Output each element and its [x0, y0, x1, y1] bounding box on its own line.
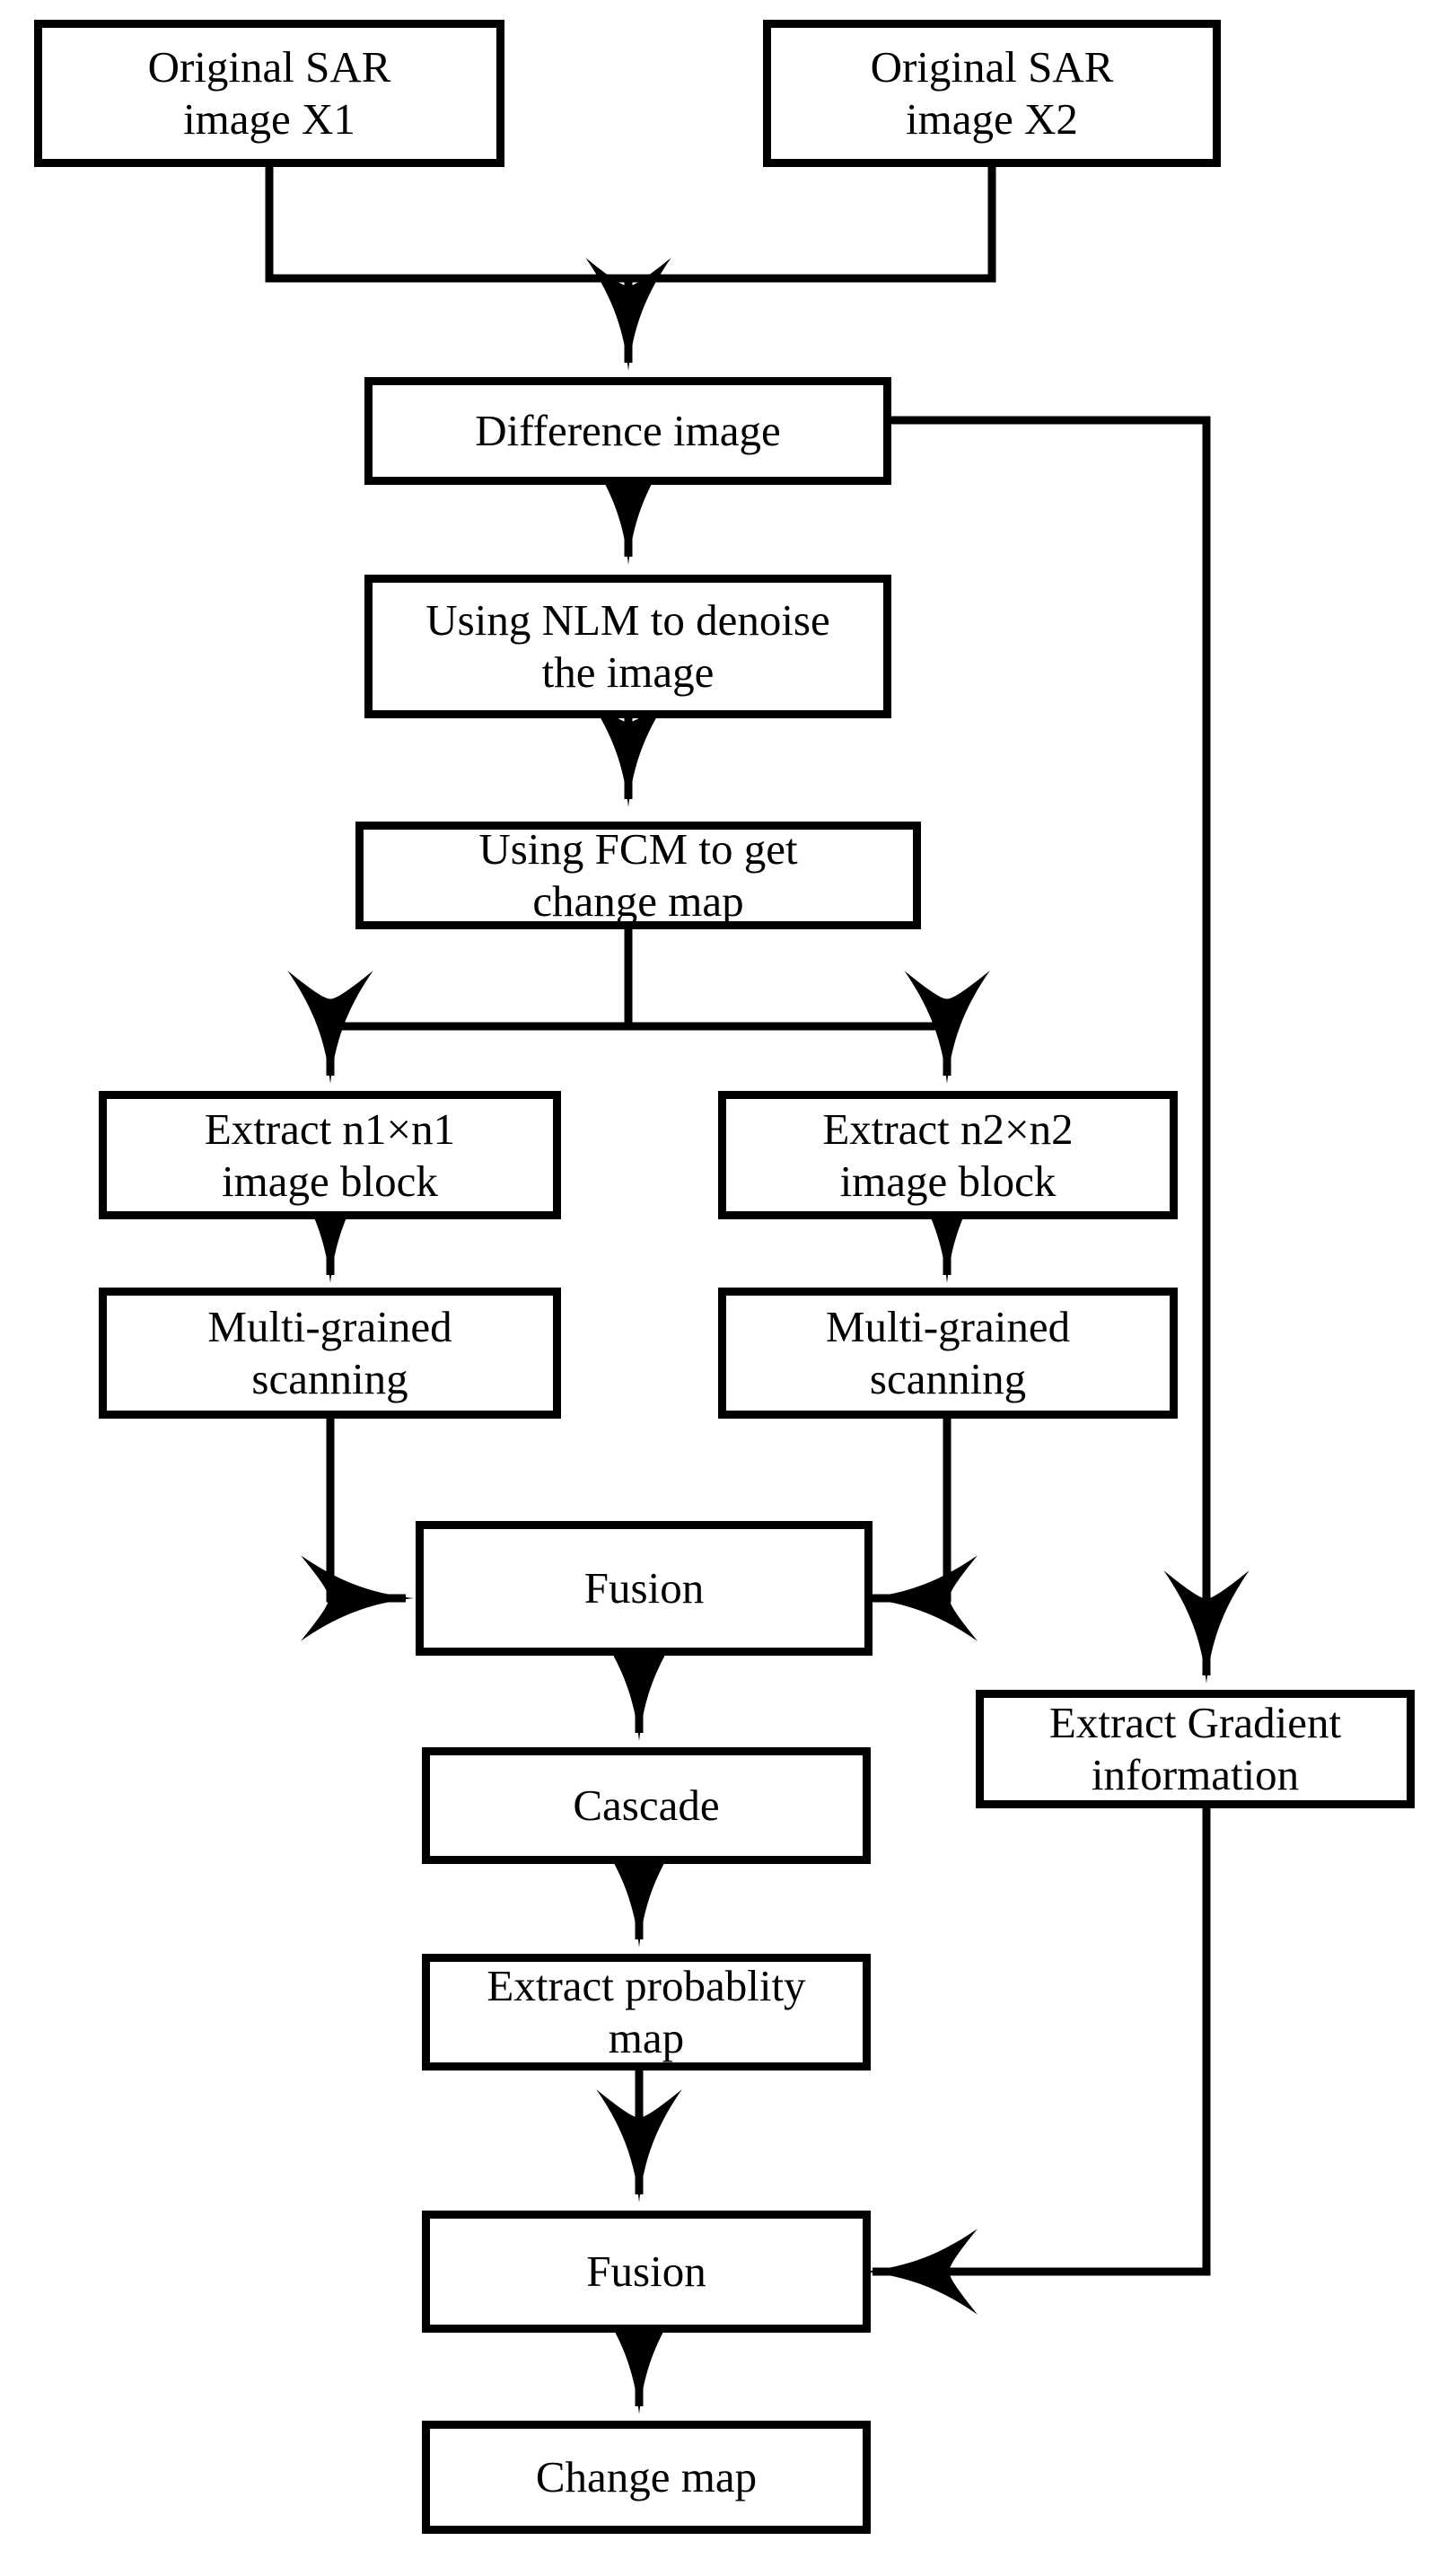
node-label: Fusion — [586, 2246, 706, 2297]
node-fusion-bottom[interactable]: Fusion — [422, 2211, 871, 2333]
node-using-nlm-to-denoise[interactable]: Using NLM to denoise the image — [364, 575, 891, 718]
node-cascade[interactable]: Cascade — [422, 1747, 871, 1864]
node-original-sar-image-x2[interactable]: Original SAR image X2 — [763, 20, 1221, 167]
node-label: Original SAR image X2 — [870, 42, 1114, 144]
node-label: Extract Gradient information — [1048, 1698, 1342, 1799]
node-label: Multi-grained scanning — [825, 1302, 1071, 1403]
node-multi-grained-scanning-left[interactable]: Multi-grained scanning — [99, 1288, 561, 1419]
node-label: Multi-grained scanning — [207, 1302, 452, 1403]
node-label: Change map — [535, 2452, 758, 2502]
edge-scan-right-to-fusion — [864, 1419, 978, 1641]
node-extract-n2-image-block[interactable]: Extract n2×n2 image block — [718, 1091, 1178, 1219]
node-extract-n1-image-block[interactable]: Extract n1×n1 image block — [99, 1091, 561, 1219]
edge-scan-left-to-fusion — [301, 1419, 414, 1641]
node-using-fcm-to-get-change-map[interactable]: Using FCM to get change map — [355, 822, 921, 929]
node-extract-gradient-information[interactable]: Extract Gradient information — [976, 1690, 1415, 1808]
node-label: Difference image — [475, 406, 781, 456]
node-extract-probablity-map[interactable]: Extract probablity map — [422, 1954, 871, 2070]
node-original-sar-image-x1[interactable]: Original SAR image X1 — [34, 20, 504, 167]
node-difference-image[interactable]: Difference image — [364, 377, 891, 485]
node-label: Original SAR image X1 — [147, 42, 391, 144]
edge-difference-to-gradient — [891, 416, 1250, 1684]
node-label: Extract n1×n1 image block — [204, 1103, 456, 1206]
node-label: Extract n2×n2 image block — [822, 1103, 1074, 1206]
node-label: Extract probablity map — [487, 1961, 806, 2062]
edge-x1-to-difference — [265, 167, 628, 283]
node-label: Cascade — [573, 1780, 720, 1831]
node-change-map[interactable]: Change map — [422, 2421, 871, 2534]
edge-x2-to-difference — [628, 167, 996, 283]
node-fusion-middle[interactable]: Fusion — [416, 1521, 873, 1656]
edge-gradient-to-fusion-bottom — [864, 1808, 1211, 2315]
node-label: Fusion — [583, 1563, 705, 1613]
node-label: Using FCM to get change map — [478, 824, 798, 926]
node-label: Using NLM to denoise the image — [425, 595, 830, 697]
node-multi-grained-scanning-right[interactable]: Multi-grained scanning — [718, 1288, 1178, 1419]
